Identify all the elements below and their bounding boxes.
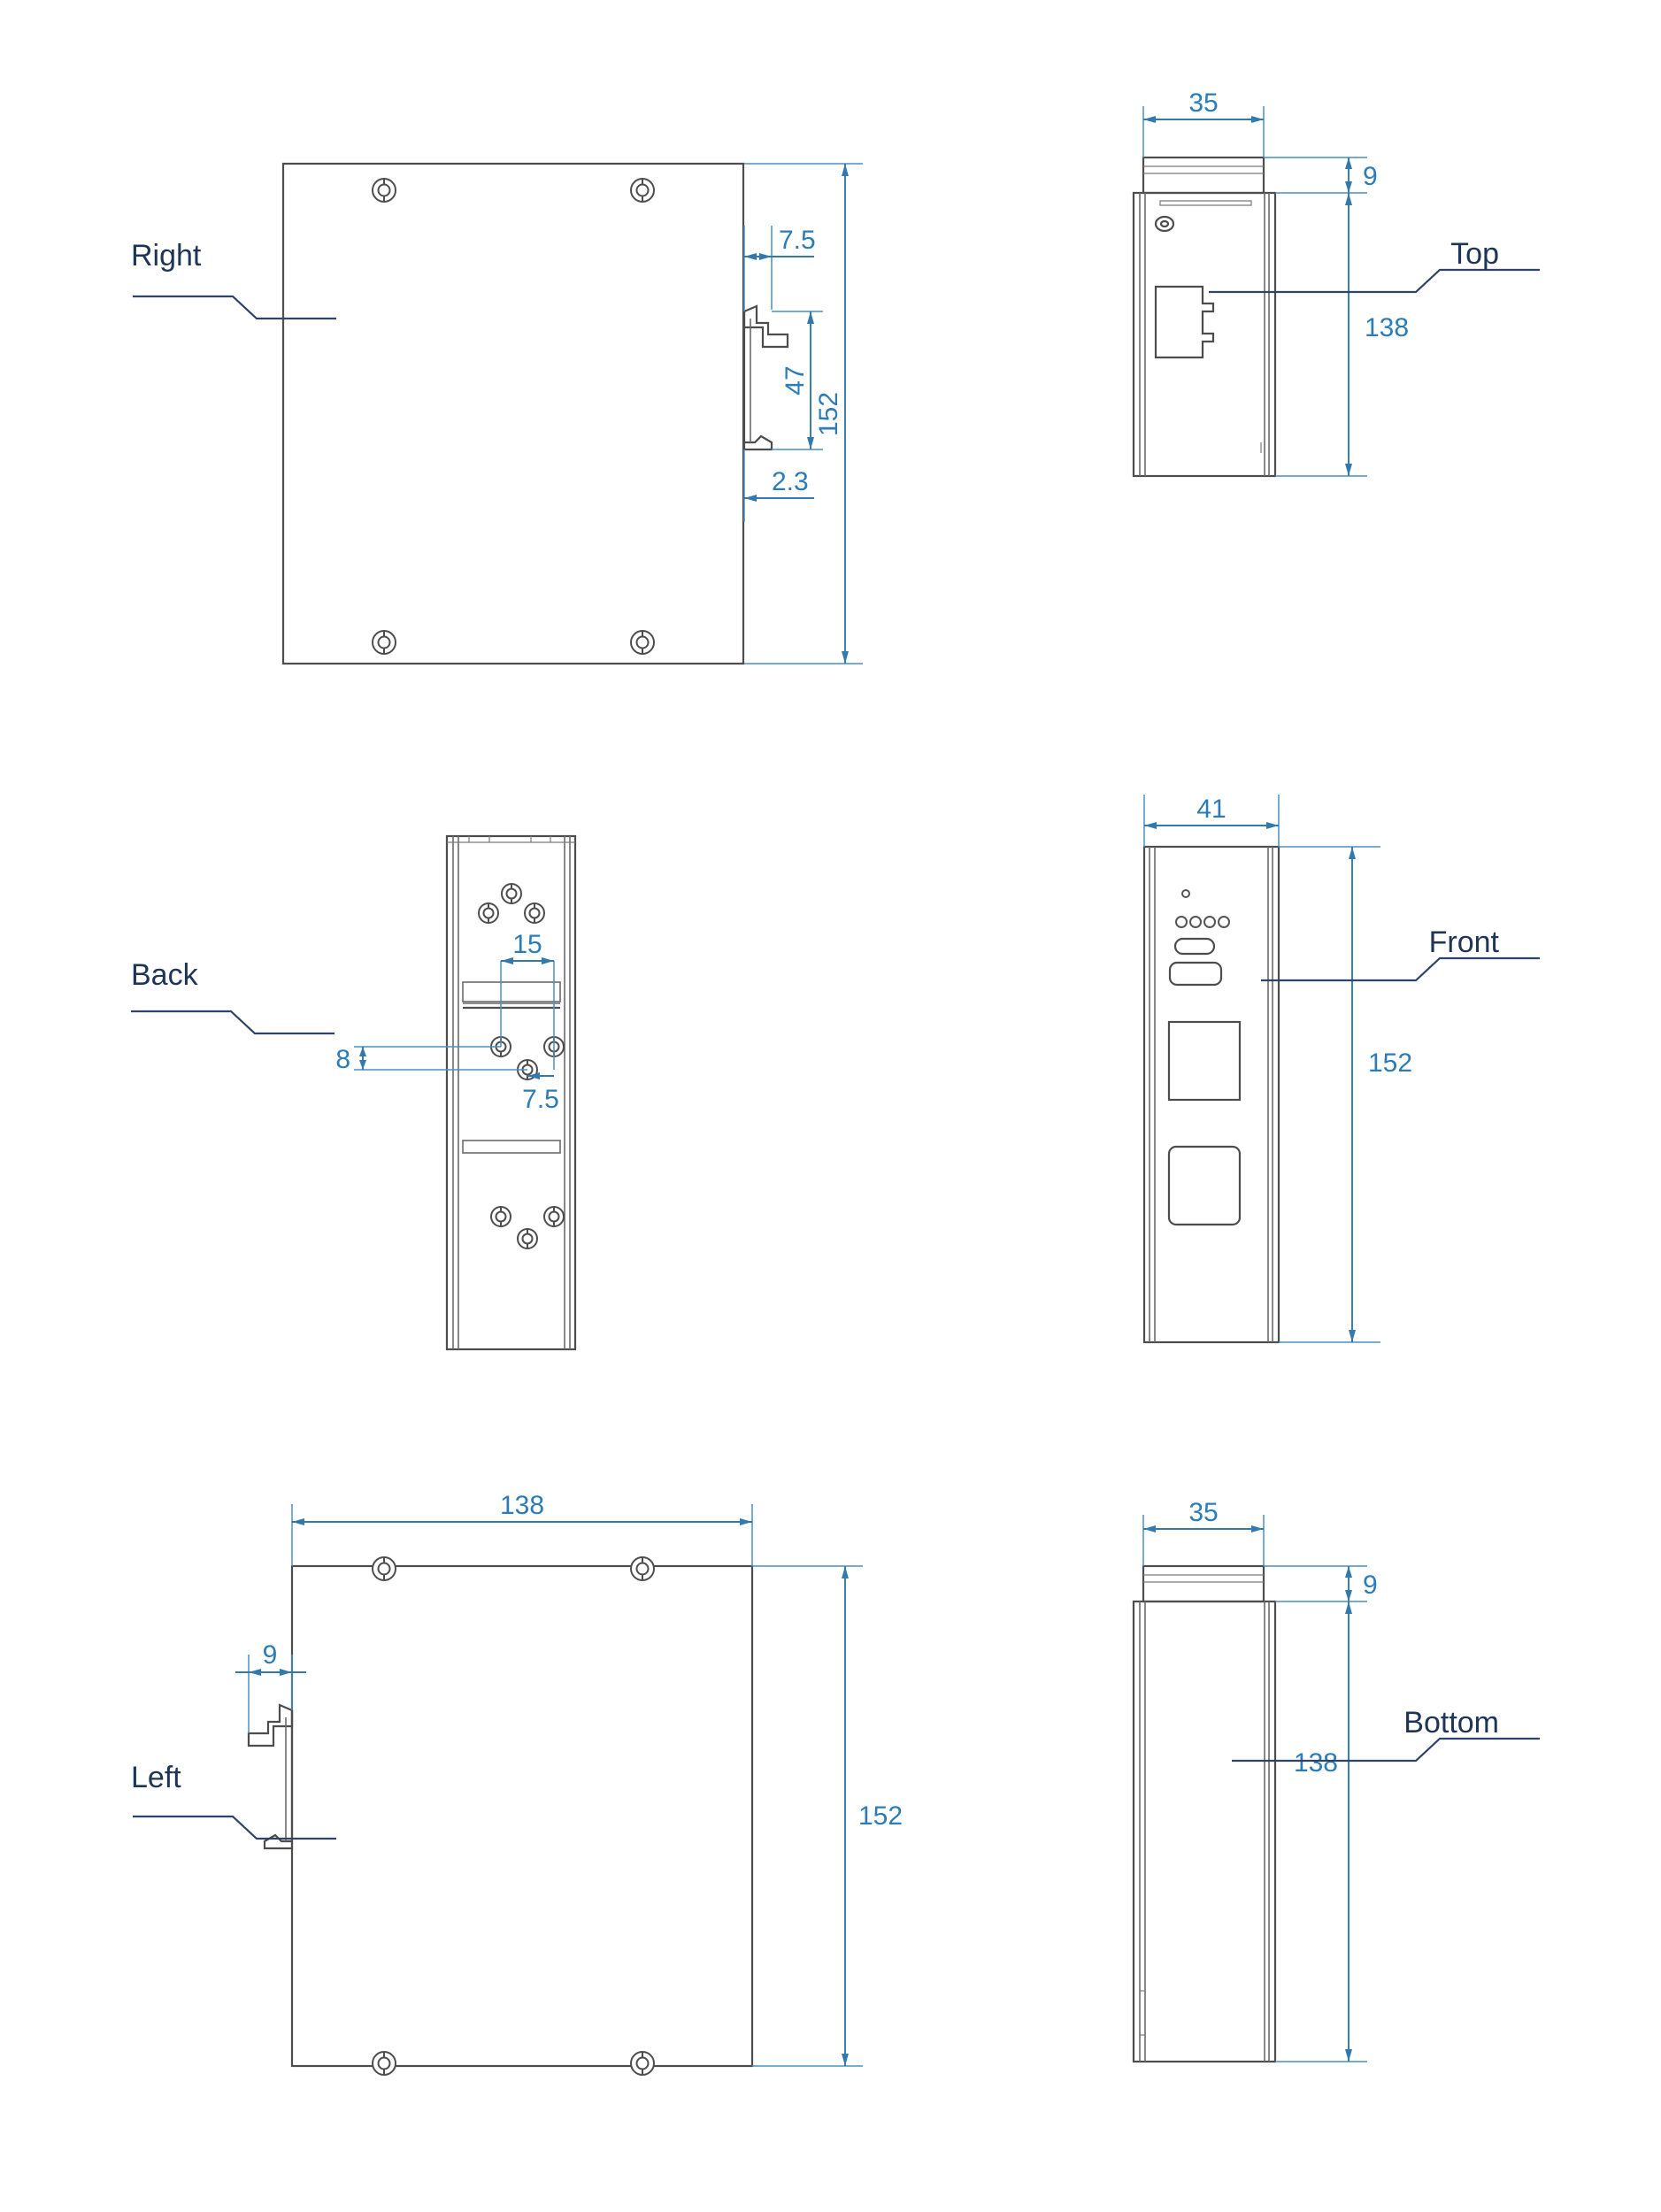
label-leader-top [1209, 268, 1540, 294]
view-right: 7.5 47 2.3 152 [131, 162, 863, 665]
dimension-9-bottom: 9 [1264, 1565, 1378, 1602]
view-label-top: Top [1450, 237, 1499, 271]
dimension-9-left: 9 [235, 1640, 306, 1733]
dim-label-152-front: 152 [1368, 1048, 1412, 1078]
dimension-152-front: 152 [1279, 846, 1412, 1343]
screw-hole [490, 1206, 511, 1227]
dim-label-9-bottom: 9 [1363, 1571, 1378, 1600]
screw-head [630, 178, 655, 203]
dim-label-2-3: 2.3 [772, 467, 809, 496]
top-connector-cutout [1154, 285, 1215, 359]
dimension-7-5-right: 7.5 [743, 226, 816, 311]
dimension-138-bottom: 138 [1275, 1601, 1367, 2062]
view-back: 15 8 7.5 Back [131, 834, 577, 1351]
dim-label-138-bottom: 138 [1294, 1748, 1338, 1778]
label-leader-right [133, 295, 336, 320]
screw-hole [543, 1206, 565, 1227]
screw-hole [524, 902, 545, 924]
dim-label-7-5-back: 7.5 [522, 1085, 559, 1114]
screw-head [372, 2051, 396, 2076]
status-led [1203, 916, 1216, 928]
bottom-rail-block [1142, 1564, 1265, 1603]
dim-label-9-top: 9 [1363, 162, 1378, 191]
screw-head [372, 630, 396, 655]
screw-head [630, 2051, 655, 2076]
label-leader-bottom [1232, 1737, 1540, 1763]
top-vent-hole [1154, 215, 1175, 233]
dim-label-152-left: 152 [858, 1801, 903, 1831]
view-label-bottom: Bottom [1403, 1706, 1499, 1740]
screw-head [630, 630, 655, 655]
screw-hole [517, 1228, 538, 1249]
label-leader-back [131, 1010, 335, 1035]
screw-head [372, 178, 396, 203]
screw-hole [501, 883, 522, 904]
status-led [1189, 916, 1202, 928]
front-panel-cutout-lower [1167, 1145, 1242, 1226]
view-label-back: Back [131, 958, 199, 992]
view-label-right: Right [131, 239, 202, 273]
dimension-9-top: 9 [1264, 157, 1378, 194]
dim-label-8: 8 [335, 1045, 350, 1074]
front-slot [1173, 937, 1216, 956]
din-rail-clip-left [247, 1703, 294, 1850]
status-led [1218, 916, 1230, 928]
dimension-8-back: 8 [335, 1045, 527, 1074]
dimension-152-right: 152 [744, 163, 863, 664]
front-panel-cutout-upper [1167, 1020, 1242, 1102]
view-front: 41 152 Front [1142, 795, 1540, 1344]
dimension-138-top: 138 [1275, 193, 1409, 477]
dimension-35-bottom: 35 [1142, 1498, 1265, 1566]
dimension-138-left: 138 [291, 1491, 753, 1566]
label-leader-front [1261, 956, 1540, 982]
view-left: 138 9 152 Left [131, 1491, 903, 2076]
dimension-152-left: 152 [752, 1565, 903, 2067]
dim-label-35-bottom: 35 [1188, 1498, 1218, 1527]
back-top-edge-band [447, 836, 575, 843]
top-rail-block [1142, 156, 1265, 195]
screw-hole [478, 902, 499, 924]
status-led-single [1181, 889, 1190, 898]
dimension-41-front: 41 [1143, 795, 1280, 847]
dim-label-9-left: 9 [263, 1640, 278, 1670]
dim-label-35-top: 35 [1188, 88, 1218, 118]
dim-label-47: 47 [781, 365, 810, 395]
view-top: 35 9 138 Top [1132, 88, 1540, 478]
dim-label-7-5: 7.5 [779, 226, 816, 255]
dimension-47-right: 47 [772, 311, 823, 450]
dim-label-152-right: 152 [814, 392, 843, 436]
view-label-front: Front [1429, 926, 1500, 959]
dim-label-41: 41 [1196, 795, 1226, 824]
view-label-left: Left [131, 1761, 181, 1794]
dimension-7-5-back: 7.5 [522, 1072, 559, 1114]
din-rail-clip-right [742, 304, 789, 451]
dim-label-138-left: 138 [500, 1491, 544, 1520]
dim-label-15: 15 [512, 930, 542, 959]
view-bottom: 35 9 138 Bottom [1132, 1498, 1540, 2063]
front-rounded-port [1168, 961, 1223, 987]
screw-head [630, 1556, 655, 1581]
dimension-15-back: 15 [500, 930, 555, 1070]
label-leader-left [133, 1815, 336, 1840]
screw-head [372, 1556, 396, 1581]
dimension-2-3-right: 2.3 [743, 449, 814, 522]
status-led [1175, 916, 1188, 928]
dim-label-138-top: 138 [1365, 313, 1409, 342]
dimension-35-top: 35 [1142, 88, 1265, 157]
back-mount-plate [462, 981, 561, 1154]
